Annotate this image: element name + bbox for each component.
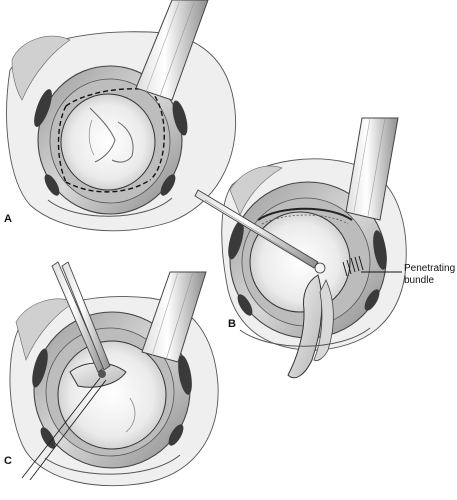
penetrating-bundle-callout: Penetrating bundle	[404, 263, 456, 286]
panel-a-incision-line	[57, 88, 165, 193]
panel-c-valve-orifice	[57, 340, 167, 450]
panel-a-valve-orifice	[60, 93, 156, 191]
panel-label-a: A	[4, 213, 12, 225]
panel-b-excised-leaflet	[287, 274, 323, 379]
panel-c-retractor	[141, 271, 207, 363]
panel-a-retractor	[135, 0, 209, 101]
panel-label-b: B	[228, 318, 236, 330]
panel-a-illustration	[6, 0, 237, 232]
panel-c-forceps	[51, 261, 111, 373]
panel-label-c: C	[4, 455, 12, 467]
panel-b-illustration	[194, 117, 407, 379]
panel-b-retractor	[345, 117, 399, 221]
panel-c-illustration	[9, 261, 219, 487]
panel-c-suture-lines	[21, 377, 107, 481]
panel-b-forceps	[194, 189, 326, 274]
panel-b-valve-orifice	[249, 211, 351, 313]
panel-b-penetrating-bundle-region	[342, 255, 364, 277]
panel-c-leaflet-flap	[69, 362, 127, 388]
